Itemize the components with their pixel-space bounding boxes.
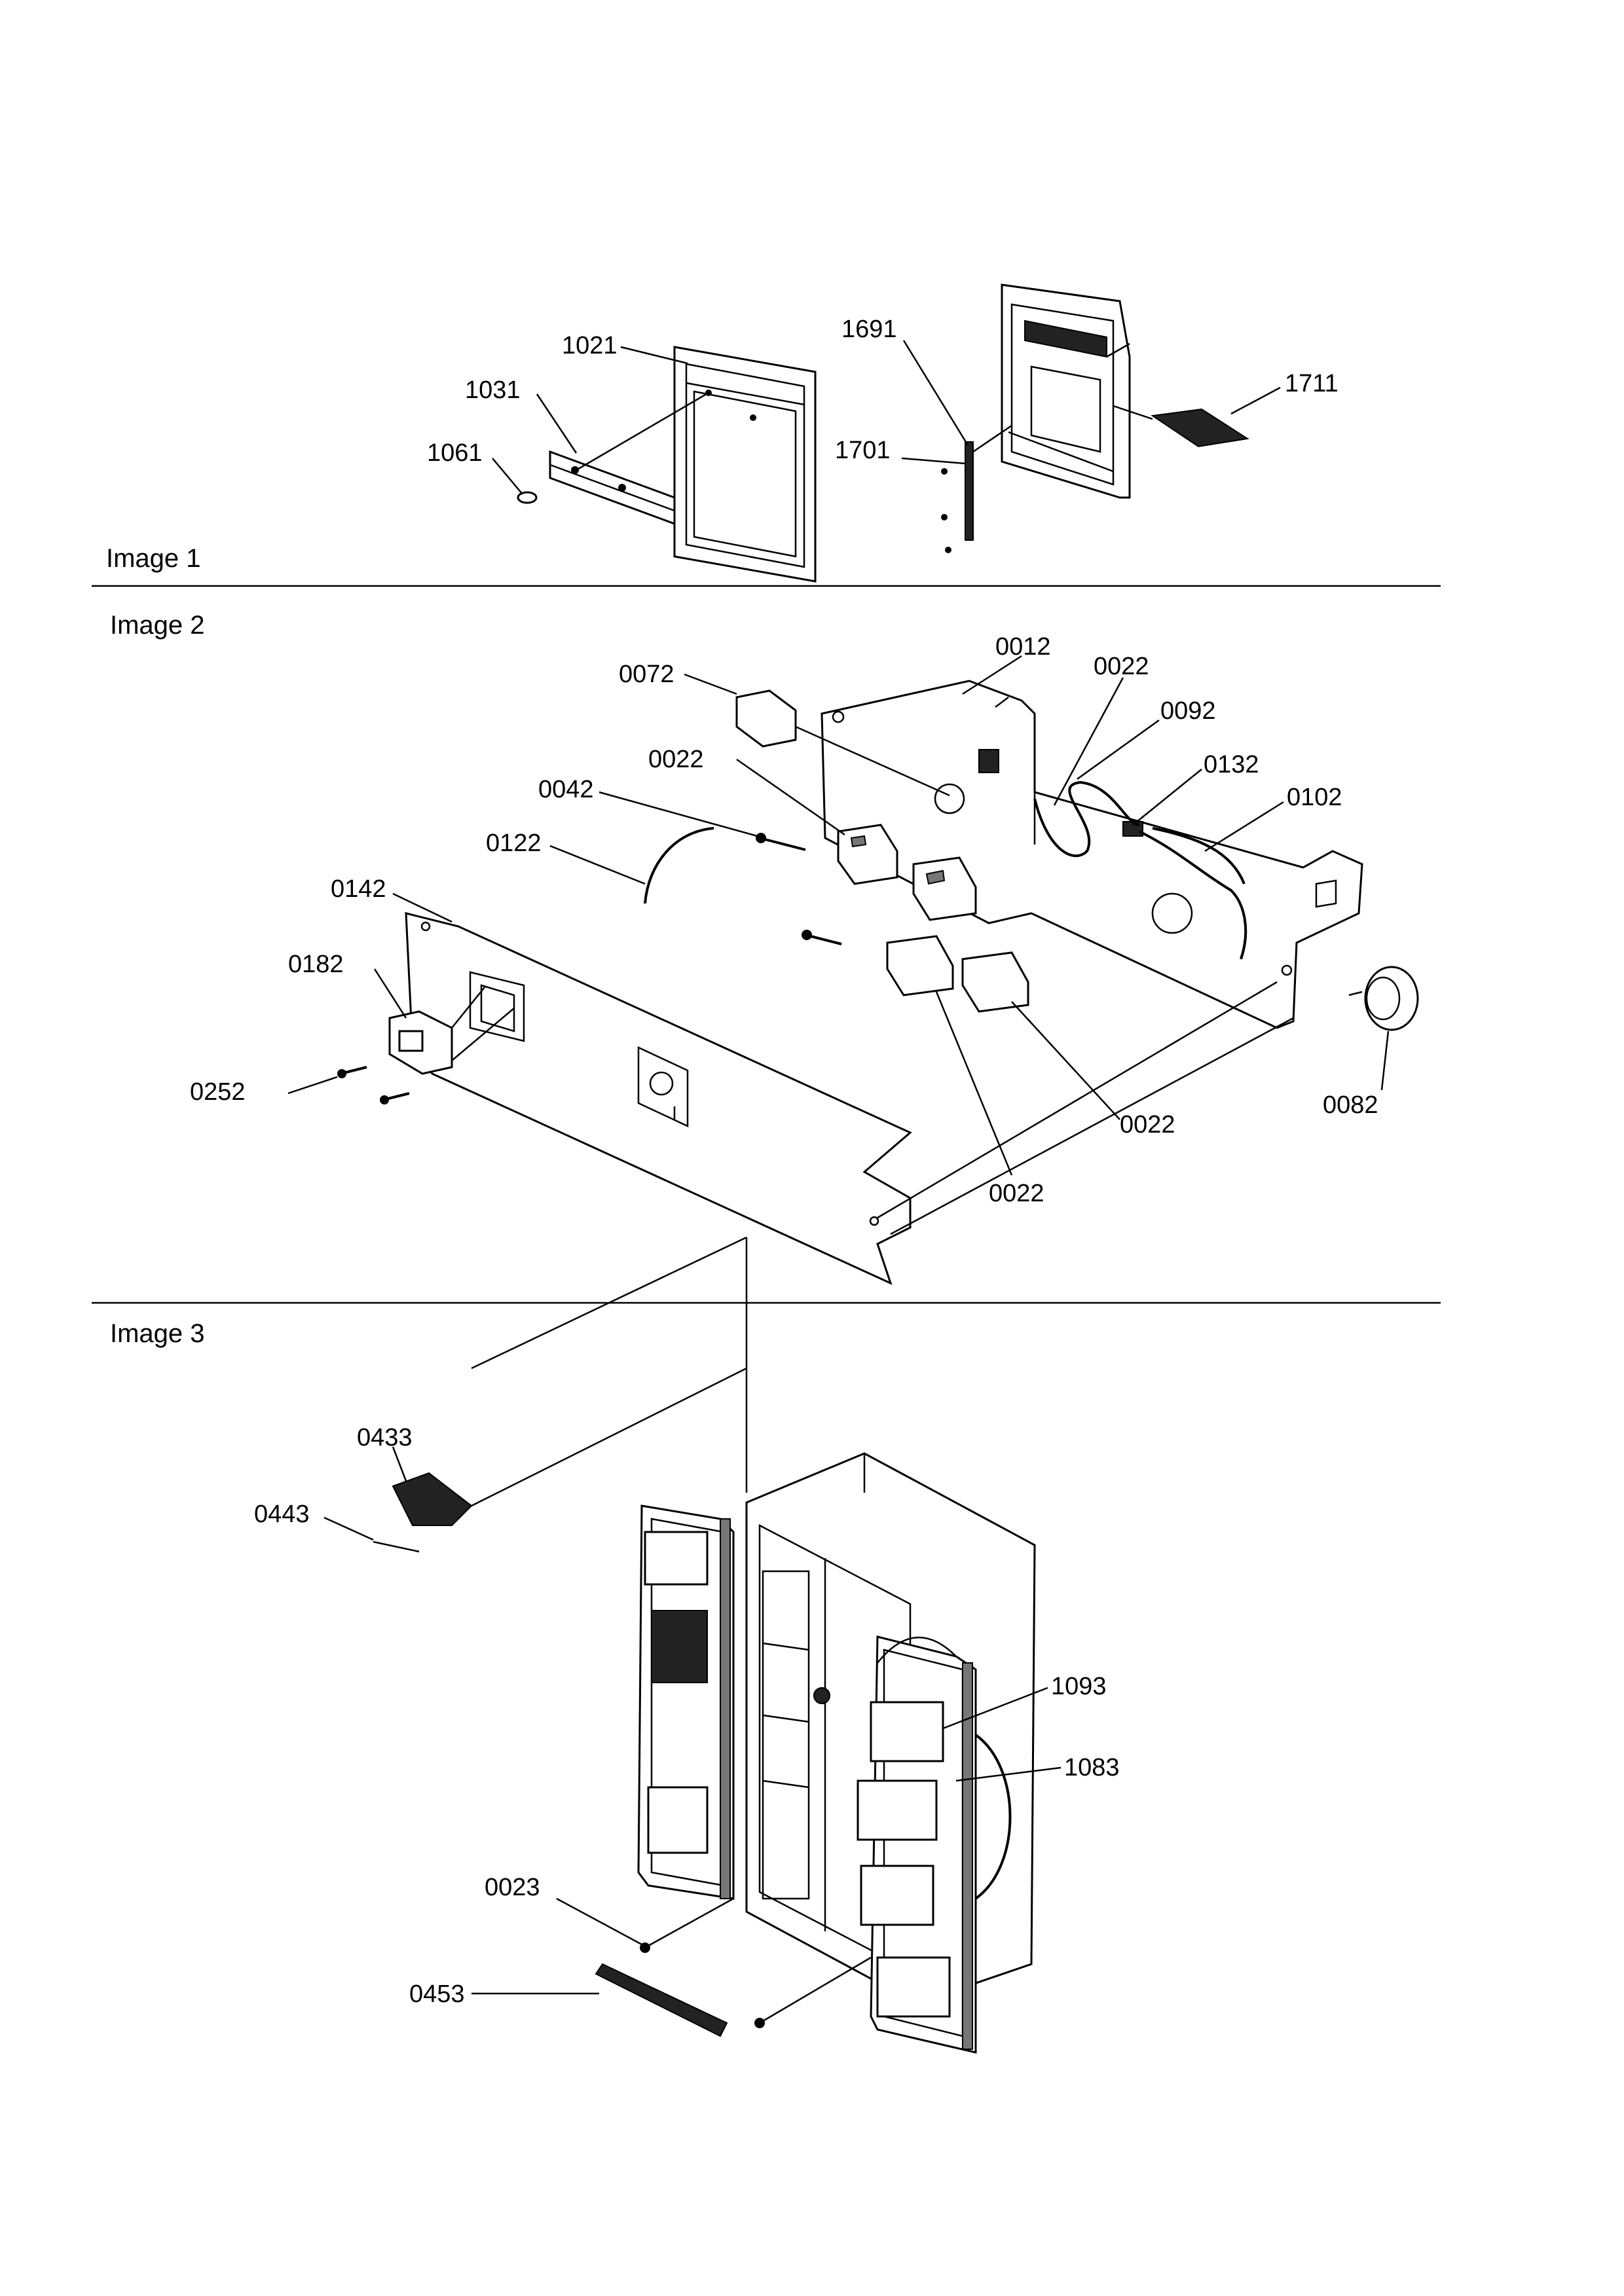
part-1021-dispenser-frame [673,346,817,583]
label-0022-lower: 0022 [989,1180,1044,1207]
label-0023: 0023 [485,1874,540,1901]
label-0072: 0072 [619,661,674,688]
image-3-panel: Image 3 [110,1236,1120,2054]
section-title-image-3: Image 3 [110,1319,205,1348]
label-0022-top: 0022 [1094,653,1149,680]
label-0082: 0082 [1323,1091,1378,1119]
label-0443: 0443 [254,1501,310,1528]
label-0182: 0182 [288,951,344,978]
part-1031-trim-strip [549,392,709,526]
part-0252-screw [337,1066,410,1104]
freezer-interior-shelves [762,1570,830,1900]
part-0072-thermistor [735,689,950,797]
label-0102: 0102 [1287,784,1342,811]
label-0122: 0122 [486,829,542,857]
label-1701: 1701 [835,437,891,464]
screw-lower [802,930,842,945]
label-0132: 0132 [1204,751,1259,778]
label-0092: 0092 [1160,697,1216,725]
label-0252: 0252 [190,1078,246,1106]
part-0102-wire [1139,830,1247,960]
label-1031: 1031 [465,376,521,404]
part-0042-screw [756,833,806,851]
image-2-panel: Image 2 [92,611,1441,1304]
label-1061: 1061 [427,439,483,467]
label-0453: 0453 [409,1980,465,2008]
part-0022-switch-a [837,824,898,885]
part-0182-rocker-switch [388,987,515,1075]
part-0453-kickplate [595,1897,872,2037]
label-1021: 1021 [562,332,618,359]
label-1093: 1093 [1051,1673,1107,1700]
part-1711-grille [1113,405,1249,448]
label-0042: 0042 [538,776,594,803]
dispenser-housing [1001,283,1131,499]
part-1061-knob [517,491,538,504]
section-title-image-2: Image 2 [110,611,205,640]
part-0022-switch-b [912,856,977,921]
part-0082-light-socket [1348,966,1419,1031]
part-1691-hinge-bar [941,424,1012,553]
part-0022-switch-d [961,951,1029,1013]
image-1-panel: Image 1 [92,283,1441,587]
part-0433-dispenser-grille [373,1367,747,1553]
label-1691: 1691 [841,316,897,343]
label-0022-mid: 0022 [648,746,704,773]
section-title-image-1: Image 1 [106,544,201,573]
part-0092-wire [1033,780,1140,858]
label-1083: 1083 [1064,1754,1120,1781]
part-0012-control-bracket [821,680,1363,1029]
fresh-food-door [857,1635,1012,2054]
label-0022-lower-right: 0022 [1120,1111,1175,1139]
label-0433: 0433 [357,1424,413,1451]
part-0022-switch-c [886,935,954,996]
part-0122-wire [644,827,714,904]
freezer-door [637,1504,735,1900]
label-0142: 0142 [331,875,386,903]
label-1711: 1711 [1285,370,1338,397]
label-0012: 0012 [995,633,1051,661]
